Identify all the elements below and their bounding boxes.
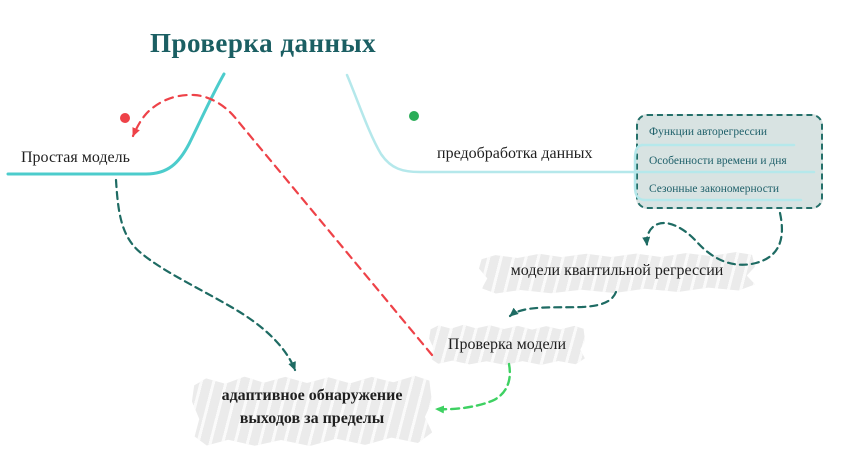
node-quantile-regression[interactable]: модели квантильной регрессии [510, 262, 724, 279]
page-title[interactable]: Проверка данных [150, 28, 377, 58]
node-simple-model[interactable]: Простая модель [21, 149, 130, 166]
adaptive-line-1: адаптивное обнаружение [221, 387, 403, 404]
node-model-check[interactable]: Проверка модели [447, 336, 567, 353]
green-marker-dot [409, 111, 419, 121]
adaptive-line-2: выходов за пределы [239, 410, 385, 427]
feature-item-seasonal[interactable]: Сезонные закономерности [649, 183, 779, 195]
feature-item-autoregression[interactable]: Функции авторегрессии [649, 126, 768, 138]
node-adaptive-detection[interactable]: адаптивное обнаружение выходов за предел… [192, 384, 432, 430]
red-marker-dot [120, 113, 130, 123]
arrow-quantile-to-check [508, 290, 618, 318]
arrow-simple-to-adaptive [114, 178, 297, 372]
node-preprocessing[interactable]: предобработка данных [437, 145, 593, 162]
feature-item-time-day[interactable]: Особенности времени и дня [649, 155, 787, 167]
arrow-red-feedback [131, 93, 434, 357]
arrow-check-to-adaptive [434, 362, 511, 414]
